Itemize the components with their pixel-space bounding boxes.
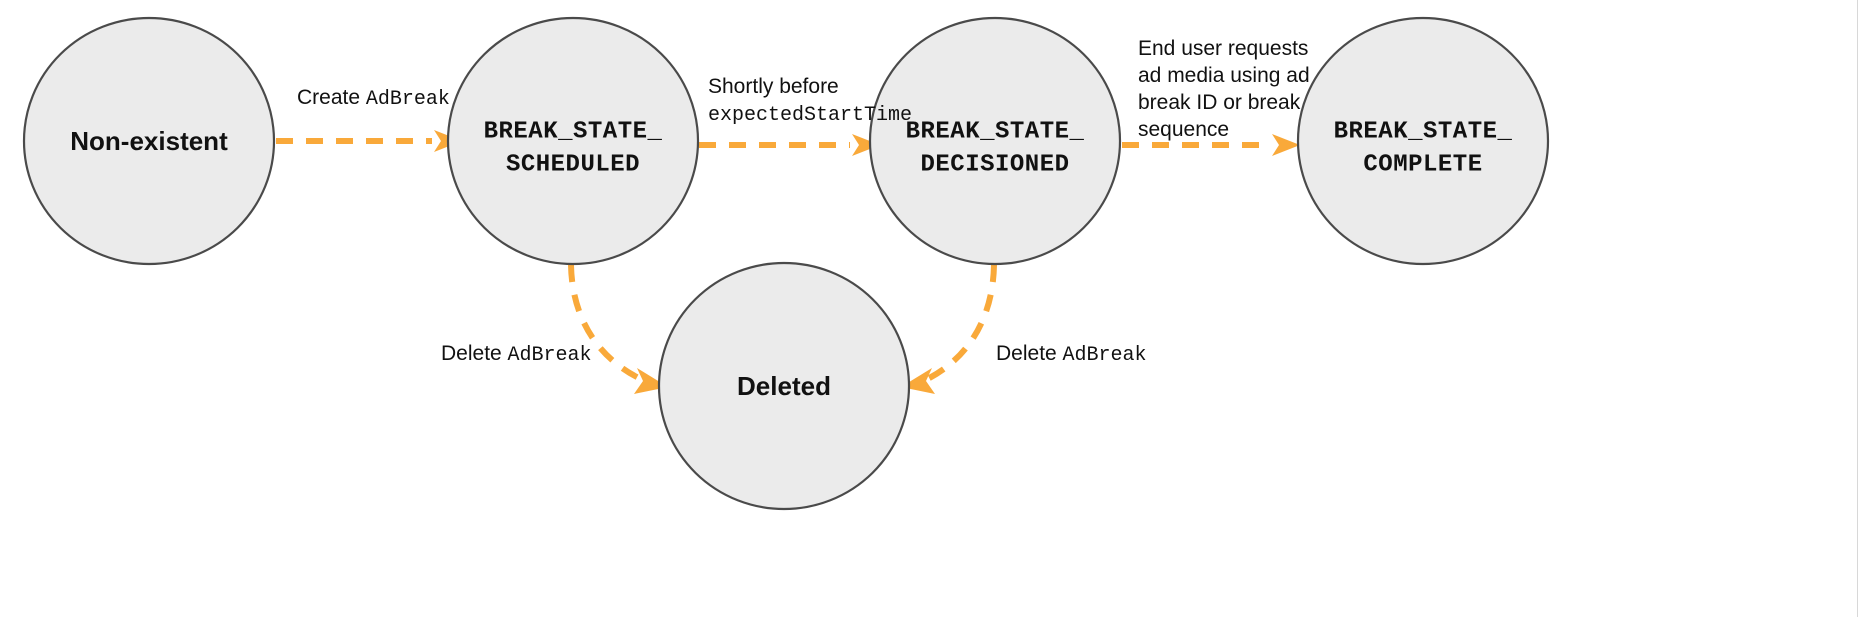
edge-label-part-mono: AdBreak (508, 344, 592, 367)
edge-label-end-user-requests: End user requests ad media using ad break … (1138, 37, 1310, 141)
edge-label-line1: Shortly before (708, 75, 839, 98)
node-non-existent[interactable]: Non-existent (22, 16, 276, 266)
edge-line (568, 264, 657, 388)
edge-label-part: Delete (996, 342, 1063, 365)
edge-label-part-mono: AdBreak (1063, 344, 1147, 367)
node-break-state-scheduled[interactable]: BREAK_STATE_ SCHEDULED (446, 16, 700, 266)
edge-shortly-before[interactable] (699, 134, 880, 156)
node-shape (22, 16, 276, 266)
edge-label-shortly-before: Shortly before expectedStartTime (708, 75, 912, 127)
arrowhead-icon (852, 134, 880, 156)
edge-label-line1: End user requests (1138, 37, 1308, 60)
edge-label-part: Delete (441, 342, 508, 365)
node-label: Non-existent (70, 126, 228, 156)
node-label-line2: COMPLETE (1363, 151, 1482, 178)
node-label-line1: BREAK_STATE_ (484, 118, 663, 145)
edge-label-line4: sequence (1138, 118, 1229, 141)
edge-line (912, 264, 997, 388)
node-shape (657, 261, 911, 511)
node-deleted[interactable]: Deleted (657, 261, 911, 511)
node-label-line2: DECISIONED (920, 151, 1069, 178)
edge-label-line3: break ID or break (1138, 91, 1301, 114)
node-label: Deleted (737, 371, 831, 401)
edge-end-user-requests[interactable] (1122, 134, 1300, 156)
node-label-line1: BREAK_STATE_ (1334, 118, 1513, 145)
edge-delete-from-scheduled[interactable] (568, 264, 668, 394)
arrowhead-icon (1272, 134, 1300, 156)
edge-label-create-adbreak: Create AdBreak (297, 86, 450, 111)
node-break-state-decisioned[interactable]: BREAK_STATE_ DECISIONED (868, 16, 1122, 266)
edge-label-delete-from-decisioned: Delete AdBreak (996, 342, 1147, 367)
edge-label-line2: expectedStartTime (708, 104, 912, 127)
edge-create-adbreak[interactable] (276, 130, 462, 152)
node-label-line1: BREAK_STATE_ (906, 118, 1085, 145)
edge-label-line2: ad media using ad (1138, 64, 1310, 87)
edge-label-delete-from-scheduled: Delete AdBreak (441, 342, 592, 367)
node-break-state-complete[interactable]: BREAK_STATE_ COMPLETE (1296, 16, 1550, 266)
edge-delete-from-decisioned[interactable] (901, 264, 997, 394)
edge-label-part: Create (297, 86, 366, 109)
node-label-line2: SCHEDULED (506, 151, 640, 178)
node-shape (1296, 16, 1550, 266)
node-shape (446, 16, 700, 266)
node-shape (868, 16, 1122, 266)
edge-label-part-mono: AdBreak (366, 88, 450, 111)
